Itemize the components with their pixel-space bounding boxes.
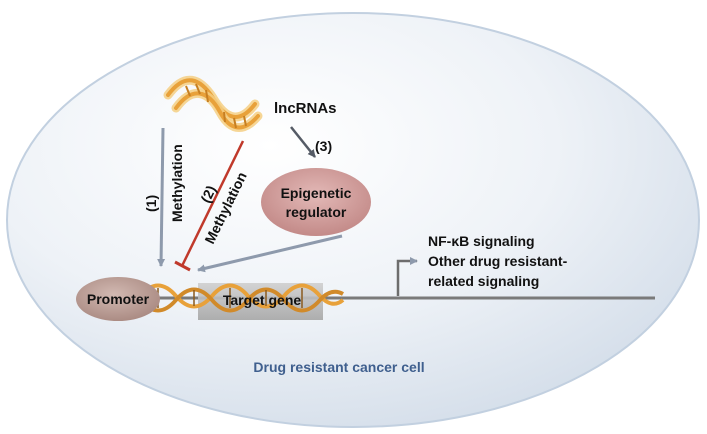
regulator-to-gene-arrow [197,234,343,273]
lncrna-helix-icon [163,75,263,132]
pathway-2-label: (2) [197,183,219,205]
pathway-3-label: (3) [315,138,332,154]
epigenetic-label-line1: Epigenetic [281,185,352,201]
cell-label: Drug resistant cancer cell [253,359,424,375]
promoter-label: Promoter [87,291,150,307]
dna-helix-icon [138,283,345,313]
methylation-label-1: Methylation [169,144,185,222]
signaling-label-line3: related signaling [428,273,539,289]
signaling-label-line2: Other drug resistant- [428,253,568,269]
lncrnas-label: lncRNAs [274,100,337,117]
epigenetic-regulator [261,168,371,236]
inhibition-bar [174,260,191,272]
methylation-arrow-1 [157,127,166,267]
methylation-inhibition-2 [180,140,245,267]
pathway-3-arrow [290,126,316,158]
epigenetic-label-line2: regulator [286,204,347,220]
transcription-arrow [396,257,418,296]
target-gene-label: Target gene [223,292,302,308]
signaling-label-line1: NF-κB signaling [428,233,535,249]
pathway-1-label: (1) [143,195,159,212]
promoter [76,277,160,321]
